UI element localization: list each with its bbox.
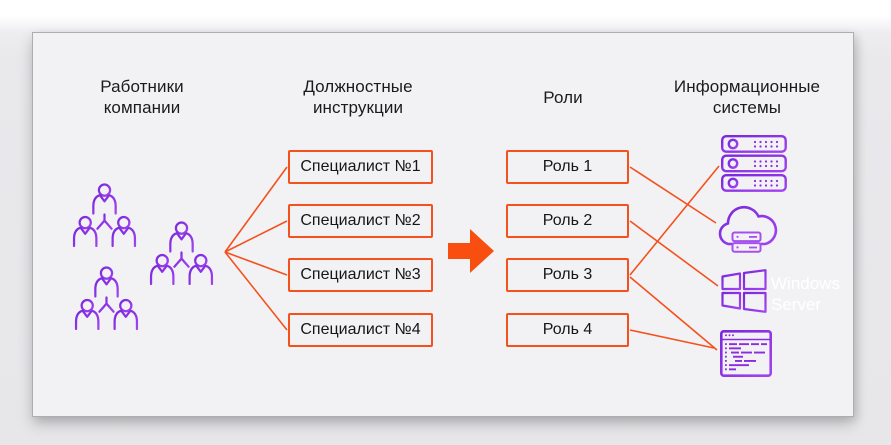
job-box-label: Специалист №4 — [300, 321, 421, 338]
server-led-dots — [753, 140, 779, 187]
code-lines — [725, 334, 767, 371]
connector-line-role4-terminal — [629, 329, 715, 349]
connector-line — [224, 220, 288, 253]
windows-server-label: Windows Server — [771, 274, 840, 314]
role-box-2: Роль 2 — [506, 204, 629, 238]
roles-to-systems-lines — [629, 165, 720, 351]
role-box-label: Роль 2 — [542, 212, 593, 229]
job-box-label: Специалист №2 — [300, 212, 421, 229]
code-window-icon — [720, 330, 772, 377]
server-rack-icon — [721, 135, 787, 192]
role-box-label: Роль 3 — [542, 266, 593, 283]
job-box-2: Специалист №2 — [288, 204, 433, 238]
connector-line-role3-servers — [629, 165, 720, 276]
connector-line-role3-terminal — [629, 276, 718, 351]
mini-server-in-cloud — [731, 231, 762, 253]
role-box-label: Роль 1 — [542, 158, 593, 175]
header-information-systems: Информационные системы — [673, 77, 821, 117]
windows-server-icon — [721, 269, 767, 313]
diagram-card: Работники компании Должностные инструкци… — [32, 32, 854, 417]
role-box-1: Роль 1 — [506, 150, 629, 184]
team-of-three-people-icon — [74, 266, 139, 330]
job-box-1: Специалист №1 — [288, 150, 433, 184]
job-box-3: Специалист №3 — [288, 258, 433, 292]
org-branch-connector — [173, 251, 190, 268]
header-job-descriptions: Должностные инструкции — [303, 77, 413, 117]
header-roles: Роли — [543, 88, 583, 107]
org-branch-connector — [98, 296, 115, 313]
employees-to-jobs-lines — [224, 166, 288, 331]
team-of-three-people-icon — [149, 221, 214, 285]
connector-line — [224, 251, 288, 276]
role-box-4: Роль 4 — [506, 313, 629, 347]
job-box-4: Специалист №4 — [288, 313, 433, 347]
right-arrow-icon — [448, 229, 494, 273]
connector-line-role2-windows — [629, 220, 719, 287]
connector-line-role1-cloud — [629, 166, 717, 224]
role-box-3: Роль 3 — [506, 258, 629, 292]
role-box-label: Роль 4 — [542, 321, 593, 338]
connector-lines-layer — [224, 165, 720, 351]
job-box-label: Специалист №1 — [300, 158, 421, 175]
cloud-server-icon — [718, 205, 778, 253]
org-branch-connector — [96, 213, 113, 230]
header-employees: Работники компании — [100, 77, 184, 117]
connector-line — [224, 251, 288, 331]
team-of-three-people-icon — [72, 183, 137, 247]
connector-line — [224, 166, 288, 253]
job-box-label: Специалист №3 — [300, 266, 421, 283]
